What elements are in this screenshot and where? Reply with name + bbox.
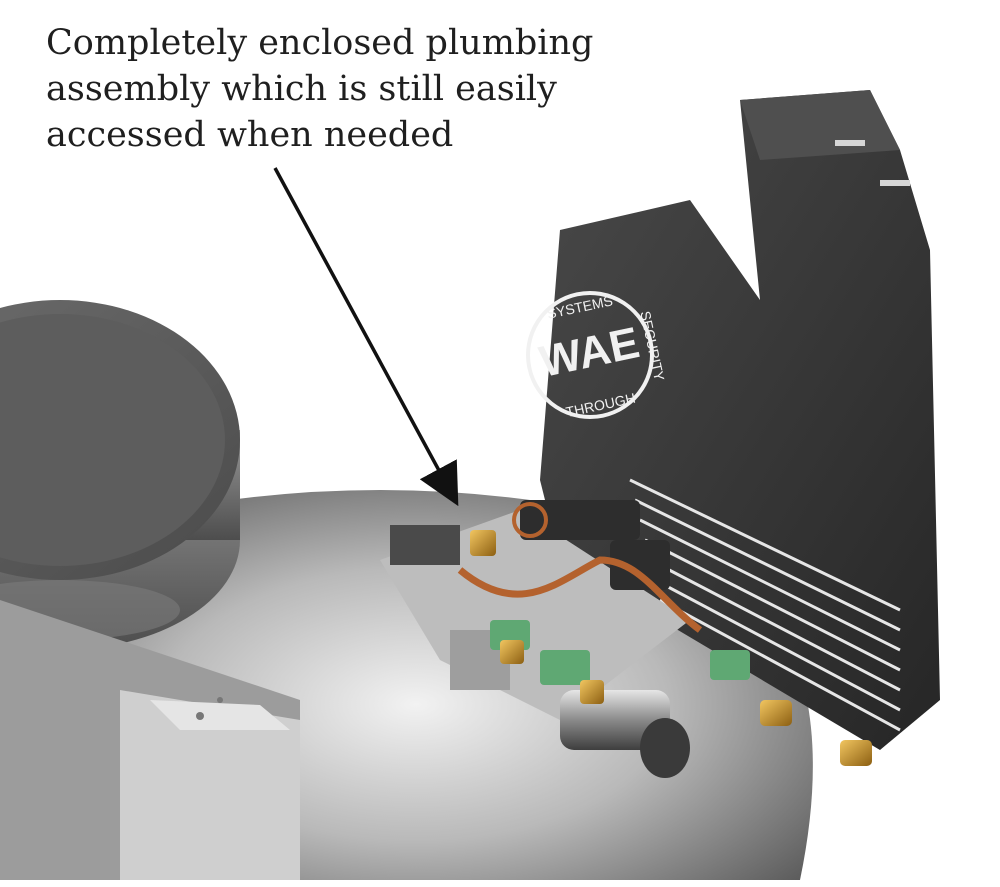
plumbing-assembly [380, 500, 872, 778]
annotation-line-1: Completely enclosed plumbing [46, 23, 594, 63]
annotation-line-3: accessed when needed [46, 115, 454, 155]
left-block [0, 600, 300, 880]
brass-fittings [470, 530, 872, 766]
annotation-text: Completely enclosed plumbing assembly wh… [46, 20, 606, 158]
annotation-line-2: assembly which is still easily [46, 69, 557, 109]
drum-assembly [0, 300, 240, 650]
vent-slots [629, 478, 901, 732]
callout-arrow [273, 167, 459, 507]
